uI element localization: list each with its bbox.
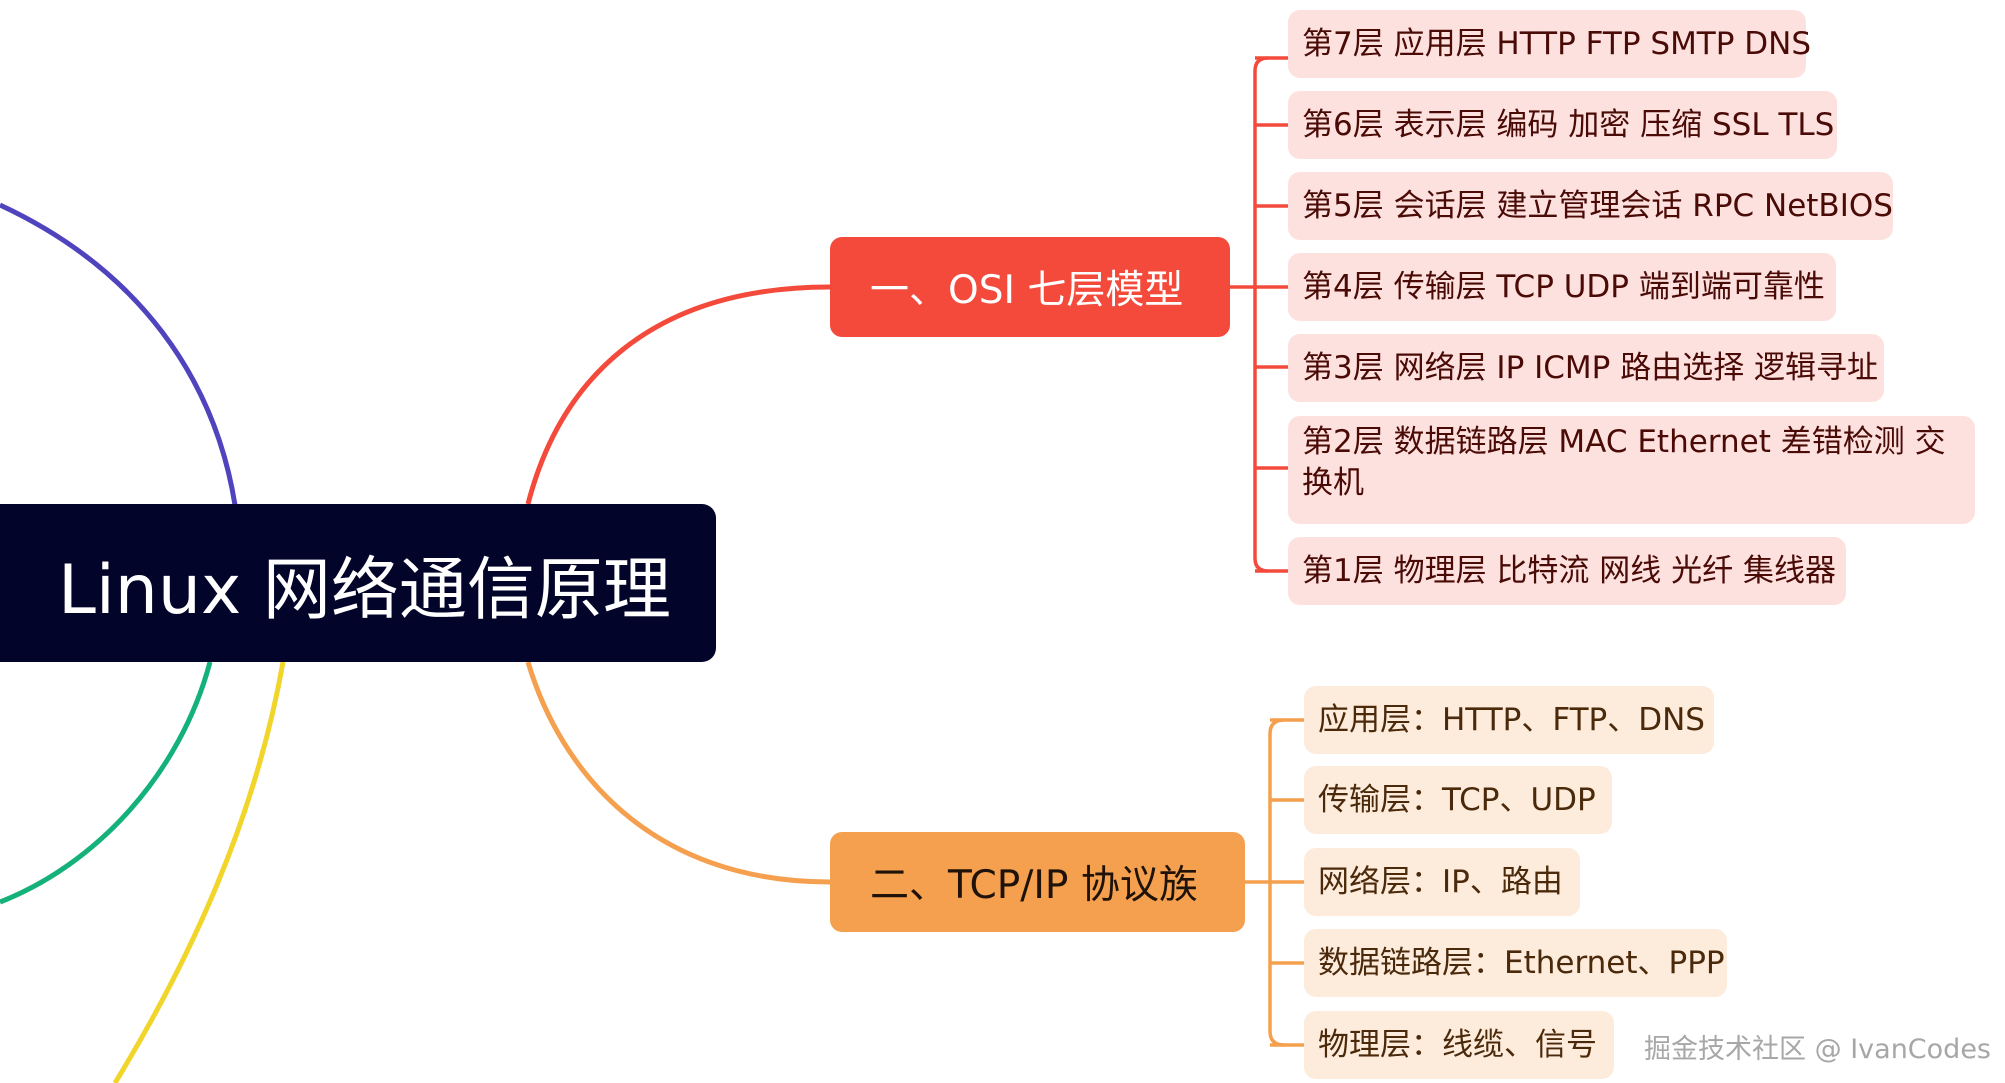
branch-tcp-ip-suite[interactable]: 二、TCP/IP 协议族 bbox=[830, 832, 1245, 932]
tcp-layer-physical[interactable]: 物理层：线缆、信号 bbox=[1304, 1011, 1614, 1079]
osi-layer-4[interactable]: 第4层 传输层 TCP UDP 端到端可靠性 bbox=[1288, 253, 1836, 321]
tcp-layer-application[interactable]: 应用层：HTTP、FTP、DNS bbox=[1304, 686, 1714, 754]
tcp-layer-network[interactable]: 网络层：IP、路由 bbox=[1304, 848, 1580, 916]
tcp-layer-application-label: 应用层：HTTP、FTP、DNS bbox=[1318, 701, 1705, 738]
osi-layer-7-label: 第7层 应用层 HTTP FTP SMTP DNS bbox=[1302, 25, 1812, 62]
watermark-text: 掘金技术社区 @ IvanCodes bbox=[1644, 1034, 1991, 1065]
branch-osi-model[interactable]: 一、OSI 七层模型 bbox=[830, 237, 1230, 337]
connector-root-tcp bbox=[525, 661, 831, 885]
osi-bracket bbox=[1230, 56, 1288, 573]
tcp-bracket bbox=[1245, 718, 1304, 1047]
osi-layer-3-label: 第3层 网络层 IP ICMP 路由选择 逻辑寻址 bbox=[1302, 349, 1879, 386]
tcp-layer-datalink[interactable]: 数据链路层：Ethernet、PPP bbox=[1304, 929, 1727, 997]
osi-layer-6-label: 第6层 表示层 编码 加密 压缩 SSL TLS bbox=[1302, 106, 1835, 143]
branch-tcp-label: 二、TCP/IP 协议族 bbox=[870, 863, 1198, 908]
osi-layer-2-label: 第2层 数据链路层 MAC Ethernet 差错检测 交换机 bbox=[1302, 424, 1946, 501]
connector-yellow bbox=[112, 661, 286, 1083]
osi-layer-4-label: 第4层 传输层 TCP UDP 端到端可靠性 bbox=[1302, 268, 1825, 305]
tcp-layer-physical-label: 物理层：线缆、信号 bbox=[1318, 1026, 1597, 1063]
osi-layer-1-label: 第1层 物理层 比特流 网线 光纤 集线器 bbox=[1302, 552, 1836, 589]
osi-layer-6[interactable]: 第6层 表示层 编码 加密 压缩 SSL TLS bbox=[1288, 91, 1837, 159]
osi-layer-2[interactable]: 第2层 数据链路层 MAC Ethernet 差错检测 交换机 bbox=[1288, 416, 1975, 524]
osi-layer-5-label: 第5层 会话层 建立管理会话 RPC NetBIOS bbox=[1302, 187, 1893, 224]
root-label: Linux 网络通信原理 bbox=[58, 550, 671, 630]
osi-layer-1[interactable]: 第1层 物理层 比特流 网线 光纤 集线器 bbox=[1288, 537, 1846, 605]
root-node[interactable]: Linux 网络通信原理 bbox=[0, 504, 716, 662]
tcp-layer-transport-label: 传输层：TCP、UDP bbox=[1318, 781, 1596, 818]
connector-root-osi bbox=[525, 284, 831, 505]
connector-green bbox=[0, 661, 213, 905]
tcp-layer-network-label: 网络层：IP、路由 bbox=[1318, 863, 1563, 900]
osi-layer-7[interactable]: 第7层 应用层 HTTP FTP SMTP DNS bbox=[1288, 10, 1811, 78]
tcp-layer-datalink-label: 数据链路层：Ethernet、PPP bbox=[1318, 944, 1725, 981]
osi-layer-5[interactable]: 第5层 会话层 建立管理会话 RPC NetBIOS bbox=[1288, 172, 1893, 240]
tcp-layer-transport[interactable]: 传输层：TCP、UDP bbox=[1304, 766, 1612, 834]
branch-osi-label: 一、OSI 七层模型 bbox=[870, 268, 1184, 313]
osi-layer-3[interactable]: 第3层 网络层 IP ICMP 路由选择 逻辑寻址 bbox=[1288, 334, 1884, 402]
connector-purple bbox=[0, 202, 238, 506]
